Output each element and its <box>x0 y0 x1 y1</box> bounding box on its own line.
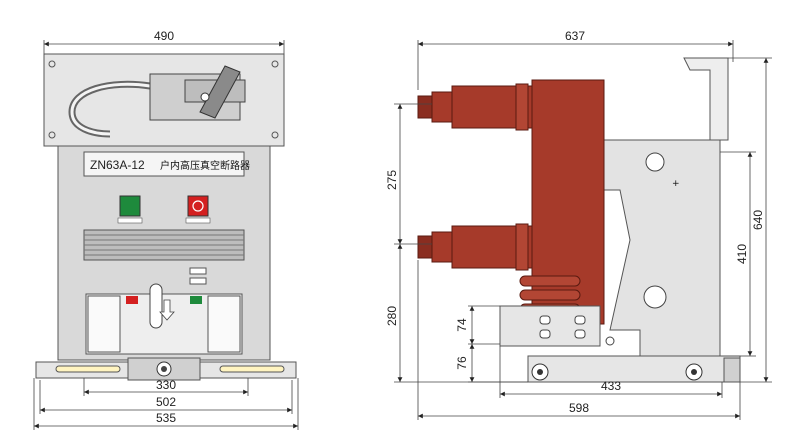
status-indicator-open <box>126 296 138 304</box>
dim-label-502: 502 <box>156 395 176 409</box>
indicator-slot <box>189 267 207 275</box>
dim-label-275: 275 <box>385 170 399 190</box>
rear-frame <box>597 139 721 357</box>
front-view: 490 ZN63A-12 户内高压真空断路器 <box>33 29 299 430</box>
dim-label-433: 433 <box>601 379 621 393</box>
panel-screw <box>48 60 56 68</box>
rail-slot-right <box>219 365 285 373</box>
close-button[interactable] <box>119 195 141 217</box>
down-arrow-icon <box>159 299 175 321</box>
close-button-label <box>117 217 143 224</box>
left-cover <box>87 295 121 353</box>
frame-hole <box>605 336 615 346</box>
base-end-block <box>723 357 741 383</box>
dim-label-490: 490 <box>154 29 174 43</box>
dim-side-bottom: 433 598 <box>417 260 741 420</box>
dim-label-640: 640 <box>751 210 765 230</box>
dim-front-bottom: 330 502 535 <box>33 378 299 430</box>
panel-screw <box>271 131 279 139</box>
indicator-slot <box>189 277 207 285</box>
operating-slot <box>149 283 163 329</box>
vent-grille <box>83 229 245 261</box>
right-cover <box>207 295 241 353</box>
dim-label-74: 74 <box>455 318 469 332</box>
side-base <box>527 355 741 383</box>
dim-side-right: 410 640 <box>720 57 772 383</box>
lower-bushing <box>417 223 533 271</box>
dim-label-76: 76 <box>455 356 469 370</box>
dim-label-410: 410 <box>735 244 749 264</box>
trip-button[interactable] <box>187 195 209 217</box>
frame-mark-plus: + <box>672 179 680 189</box>
dim-label-535: 535 <box>156 411 176 425</box>
panel-screw <box>271 60 279 68</box>
dim-label-598: 598 <box>569 401 589 415</box>
product-name: 户内高压真空断路器 <box>160 159 250 172</box>
dim-side-left: 275 280 74 76 <box>385 103 528 383</box>
top-bracket <box>683 57 729 141</box>
frame-hole <box>645 152 665 172</box>
frame-hole <box>643 285 667 309</box>
upper-bushing <box>417 83 533 131</box>
pole-body <box>531 79 605 325</box>
panel-screw <box>48 131 56 139</box>
side-view: 637 + <box>385 29 772 420</box>
rail-slot-left <box>55 365 121 373</box>
model-label: ZN63A-12 <box>90 158 145 172</box>
dim-front-top: 490 <box>43 29 285 58</box>
dim-label-637: 637 <box>565 29 585 43</box>
charging-handle <box>68 65 246 138</box>
nameplate <box>83 151 245 177</box>
status-indicator-closed <box>190 296 202 304</box>
dim-label-330: 330 <box>156 378 176 392</box>
trip-button-label <box>185 217 211 224</box>
dim-side-top: 637 <box>417 29 734 90</box>
dim-label-280: 280 <box>385 306 399 326</box>
mounting-bracket <box>499 305 601 347</box>
